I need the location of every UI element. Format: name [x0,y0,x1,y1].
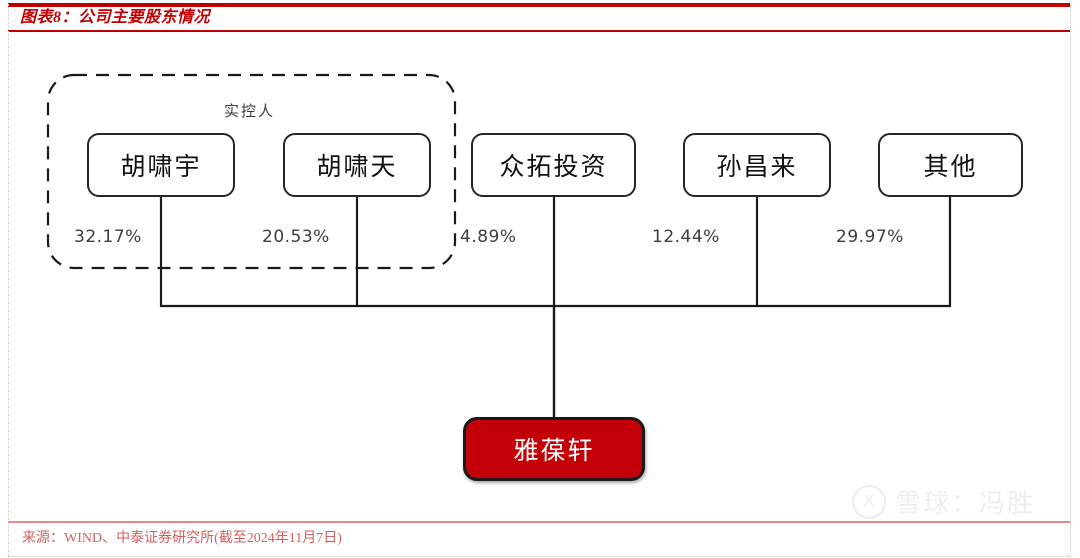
stake-label-qita: 29.97% [836,227,904,247]
page-title: 图表8：公司主要股东情况 [20,9,211,26]
node-shareholder-qita[interactable]: 其他 [878,133,1023,197]
source-note: 来源：WIND、中泰证券研究所(截至2024年11月7日) [22,531,342,546]
node-shareholder-hu-xiaotian[interactable]: 胡啸天 [283,133,431,197]
node-company-yabaoxuan[interactable]: 雅葆轩 [463,417,645,481]
diagram-connectors [46,73,952,520]
stake-label-sun-changlai: 12.44% [652,227,720,247]
top-accent-rule [8,3,1070,7]
node-shareholder-zhongtuo-touzi[interactable]: 众拓投资 [471,133,636,197]
frame-left-border [8,4,9,556]
stake-label-hu-xiaotian: 20.53% [262,227,330,247]
stake-label-zhongtuo-touzi: 4.89% [460,227,517,247]
frame-bottom-border [8,556,1070,557]
shareholder-structure-diagram: 实控人 胡啸宇 胡啸天 众拓投资 孙昌来 其他 32.17% 20.53% 4.… [0,34,1080,520]
node-shareholder-hu-xiaoyu[interactable]: 胡啸宇 [87,133,235,197]
node-shareholder-sun-changlai[interactable]: 孙昌来 [683,133,831,197]
source-divider-rule [8,521,1070,523]
title-underline-rule [8,30,1070,32]
group-label-controlling-shareholder: 实控人 [224,104,276,120]
frame-right-border [1070,4,1071,556]
controlling-shareholder-group-outline [46,73,457,270]
stake-label-hu-xiaoyu: 32.17% [74,227,142,247]
